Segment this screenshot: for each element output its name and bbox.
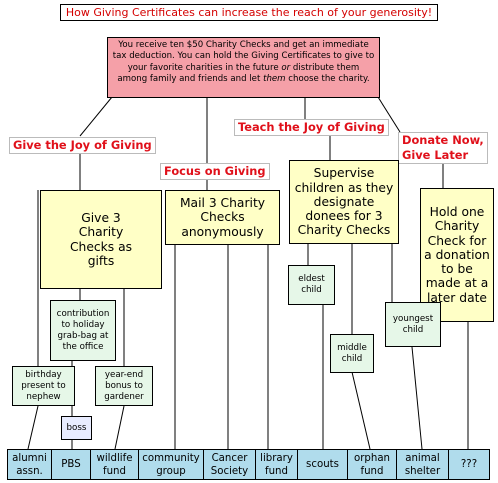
box-youngest: youngest child: [385, 302, 441, 347]
charity-scouts: scouts: [297, 449, 348, 480]
box-contribution: contribution to holiday grab-bag at the …: [50, 300, 116, 361]
line-yearend-to-wildlife: [114, 405, 125, 450]
top-text-1: You receive ten $50 Charity Checks and g…: [112, 40, 375, 73]
box-eldest: eldest child: [288, 265, 335, 305]
line-middle-to-orphan: [351, 371, 371, 450]
header-donate: Donate Now, Give Later: [398, 132, 488, 164]
box-birthday: birthday present to nephew: [12, 366, 75, 406]
line-birthday-to-alumni: [27, 405, 39, 450]
line-top-to-donate: [377, 96, 401, 133]
header-donate-line2: Give Later: [402, 148, 469, 162]
header-focus: Focus on Giving: [160, 163, 270, 180]
line-top-to-give: [79, 96, 113, 137]
box-hold: Hold one Charity Check for a donation to…: [420, 188, 494, 322]
charity-pbs: PBS: [51, 449, 91, 480]
top-text-or: or: [281, 62, 291, 73]
top-text-3: choose the charity.: [285, 74, 370, 85]
box-year-end: year-end bonus to gardener: [95, 366, 153, 406]
header-donate-line1: Donate Now,: [402, 133, 484, 147]
top-description-box: You receive ten $50 Charity Checks and g…: [107, 37, 380, 98]
line-youngest-to-animal: [411, 346, 423, 450]
header-teach: Teach the Joy of Giving: [234, 119, 389, 136]
top-text-2: distribute them among family and friends…: [117, 62, 360, 85]
box-mail-3: Mail 3 Charity Checks anonymously: [165, 190, 280, 245]
charity-unknown: ???: [448, 449, 490, 480]
diagram-title: How Giving Certificates can increase the…: [59, 4, 439, 21]
box-give-3: Give 3 Charity Checks as gifts: [40, 190, 162, 289]
box-supervise: Supervise children as they designate don…: [289, 160, 399, 244]
box-boss: boss: [61, 416, 92, 440]
diagram-title-wrap: How Giving Certificates can increase the…: [0, 0, 498, 21]
box-middle: middle child: [330, 334, 374, 373]
top-text-them: them: [263, 74, 286, 85]
header-give: Give the Joy of Giving: [9, 137, 156, 154]
